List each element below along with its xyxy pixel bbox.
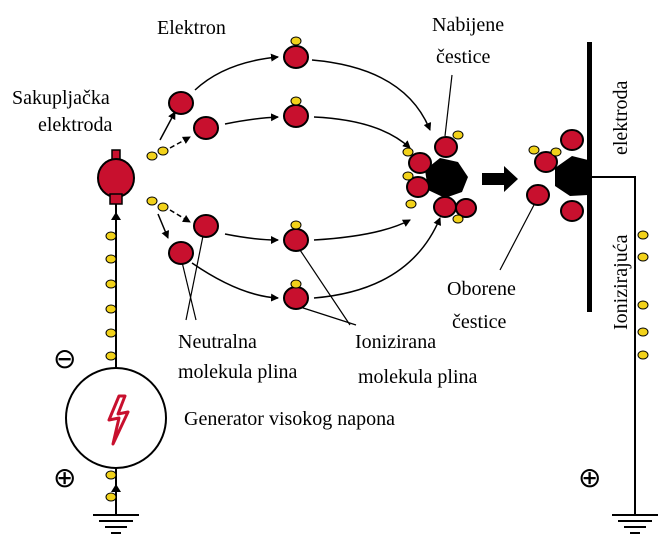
ionizing-vertical-label: Ionizirajuća xyxy=(610,234,632,330)
electrode-vertical-label: elektroda xyxy=(610,80,632,155)
deposited-particle-cluster xyxy=(526,129,588,222)
label-charged-2: čestice xyxy=(436,46,491,68)
minus-sign: ⊖ xyxy=(53,342,76,375)
label-generator: Generator visokog napona xyxy=(184,408,395,430)
label-neutral-1: Neutralna xyxy=(178,331,257,353)
plus-sign-left: ⊕ xyxy=(53,461,76,494)
collecting-plate xyxy=(587,42,592,312)
dust-particle xyxy=(425,158,468,198)
charged-particle-cluster xyxy=(402,130,477,224)
label-ionized-2: molekula plina xyxy=(358,366,478,388)
ground-icon xyxy=(612,514,658,534)
label-charged-1: Nabijene xyxy=(432,14,504,36)
wire-arrow-icon xyxy=(111,212,121,220)
bold-right-arrow-icon xyxy=(482,166,518,192)
plus-sign-right: ⊕ xyxy=(578,461,601,494)
generator-symbol xyxy=(65,367,167,469)
wire-arrow-icon xyxy=(111,484,121,492)
right-wire xyxy=(592,176,636,515)
dust-particle xyxy=(555,156,588,196)
label-precipitated-2: čestice xyxy=(452,311,507,333)
discharge-electrode xyxy=(97,149,135,205)
emission-arrows xyxy=(157,111,191,239)
label-collecting-2: elektroda xyxy=(38,114,113,136)
lightning-bolt-icon xyxy=(107,394,130,446)
electron-chain-left xyxy=(105,231,117,502)
neutral-molecules xyxy=(168,91,219,265)
electron-chain-right xyxy=(637,230,649,360)
label-precipitated-1: Oborene xyxy=(447,278,516,300)
ground-icon xyxy=(93,514,139,534)
label-electron: Elektron xyxy=(157,17,226,39)
label-collecting-1: Sakupljačka xyxy=(12,87,110,109)
emitted-electrons xyxy=(146,146,169,212)
ionized-molecules xyxy=(283,36,309,310)
label-ionized-1: Ionizirana xyxy=(355,331,436,353)
label-neutral-2: molekula plina xyxy=(178,361,298,383)
label-pointers xyxy=(181,74,536,326)
electron-trajectories xyxy=(191,53,441,302)
